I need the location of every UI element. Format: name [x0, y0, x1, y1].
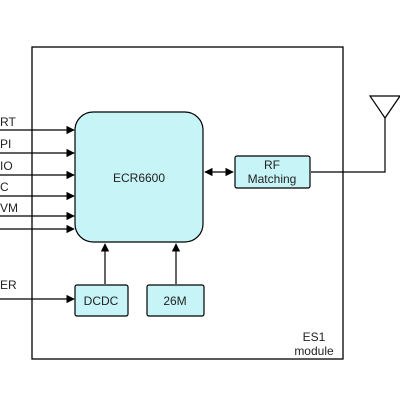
interface-label-3: IO: [0, 159, 13, 173]
rf-matching-block: [234, 155, 311, 189]
interface-label-1: RT: [0, 115, 16, 129]
antenna-icon: [368, 95, 400, 120]
power-input-label: ER: [0, 278, 17, 292]
interface-label-2: PI: [0, 137, 11, 151]
xtal-26m-block: [146, 284, 205, 317]
rf-to-antenna-line: [311, 117, 386, 173]
dcdc-label: DCDC: [84, 294, 119, 308]
dcdc-block: [74, 284, 129, 317]
interface-label-5: VM: [0, 201, 18, 215]
module-subtitle-label: module: [294, 344, 334, 358]
ecr6600-label: ECR6600: [113, 171, 165, 185]
module-boundary: [31, 46, 344, 360]
ecr6600-block: [74, 111, 204, 243]
interface-label-4: C: [0, 180, 9, 194]
rf-matching-label-line1: RF: [264, 158, 280, 172]
module-name-label: ES1: [303, 330, 326, 344]
rf-matching-label-line2: Matching: [248, 172, 297, 186]
xtal-26m-label: 26M: [163, 294, 186, 308]
